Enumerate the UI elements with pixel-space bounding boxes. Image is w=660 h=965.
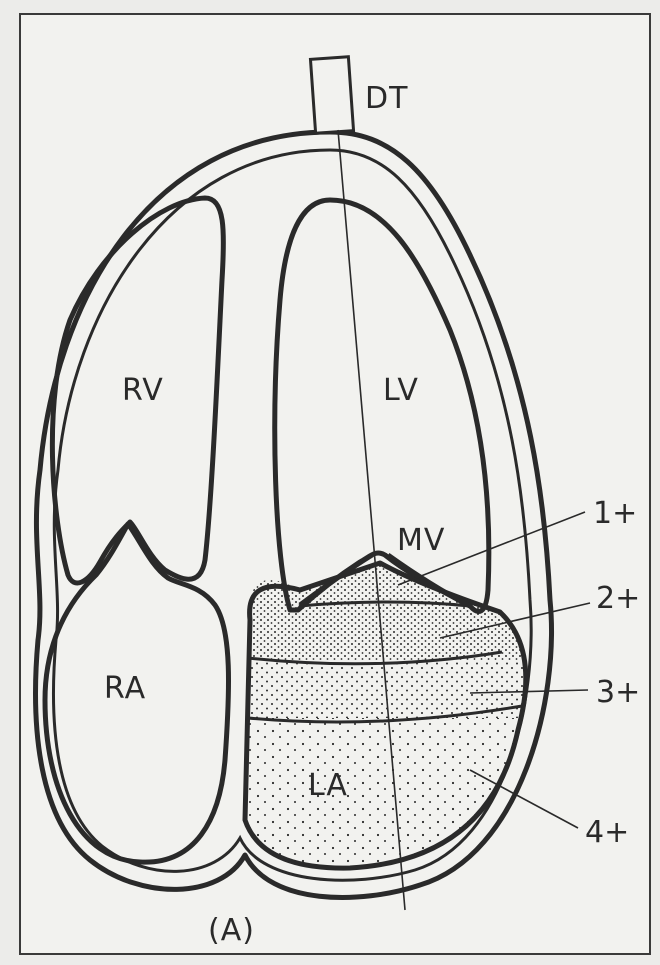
label-rv: RV <box>122 373 164 408</box>
label-ra: RA <box>104 671 146 706</box>
label-panel: (A) <box>208 913 255 948</box>
grade-label-3: 3+ <box>596 675 640 710</box>
label-mv: MV <box>397 523 445 558</box>
grade-label-4: 4+ <box>585 815 629 850</box>
label-dt: DT <box>365 81 408 116</box>
grade-label-2: 2+ <box>596 581 640 616</box>
label-la: LA <box>308 768 348 803</box>
grade-label-1: 1+ <box>593 496 637 531</box>
transducer <box>310 57 353 133</box>
label-lv: LV <box>383 373 419 408</box>
